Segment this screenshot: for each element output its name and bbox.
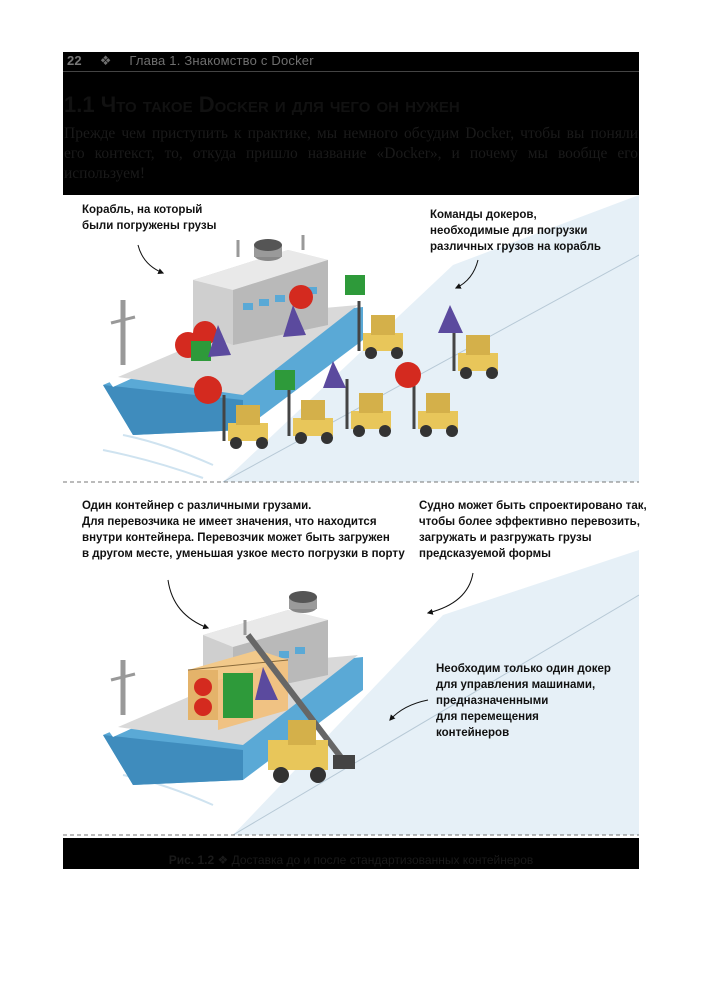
section-title: 1.1 Что такое Docker и для чего он нужен	[64, 92, 460, 117]
note-dock-teams: Команды докеров, необходимые для погрузк…	[430, 209, 601, 253]
crane-vehicle	[245, 633, 355, 783]
note-ship-design: Судно может быть спроектировано так, что…	[419, 500, 647, 560]
header-band	[63, 52, 639, 195]
forklift-group	[194, 275, 498, 449]
chapter-title: Глава 1. Знакомство с Docker	[129, 53, 314, 68]
running-header: 22 ❖ Глава 1. Знакомство с Docker	[67, 53, 314, 69]
dock-area	[223, 195, 639, 482]
intro-paragraph: Прежде чем приступить к практике, мы нем…	[64, 125, 638, 182]
caption-text: Доставка до и после стандартизованных ко…	[231, 853, 534, 867]
header-separator: ❖	[99, 53, 112, 68]
cargo-container	[187, 650, 289, 730]
figure-caption: Рис. 1.2 ❖ Доставка до и после стандарти…	[63, 853, 639, 867]
header-rule	[63, 71, 639, 72]
note-single-container: Один контейнер с различными грузами. Для…	[82, 500, 405, 560]
caption-label: Рис. 1.2	[168, 853, 215, 867]
top-panel	[63, 195, 639, 483]
bottom-panel	[103, 550, 639, 836]
caption-band	[63, 838, 639, 869]
ship-before	[103, 235, 363, 435]
ship-after	[103, 591, 363, 785]
note-one-docker: Необходим только один докер для управлен…	[436, 663, 611, 739]
figure-illustration	[63, 195, 639, 836]
caption-separator: ❖	[217, 853, 229, 867]
note-ship-cargo: Корабль, на который были погружены грузы	[82, 204, 217, 232]
page-number: 22	[67, 53, 82, 68]
